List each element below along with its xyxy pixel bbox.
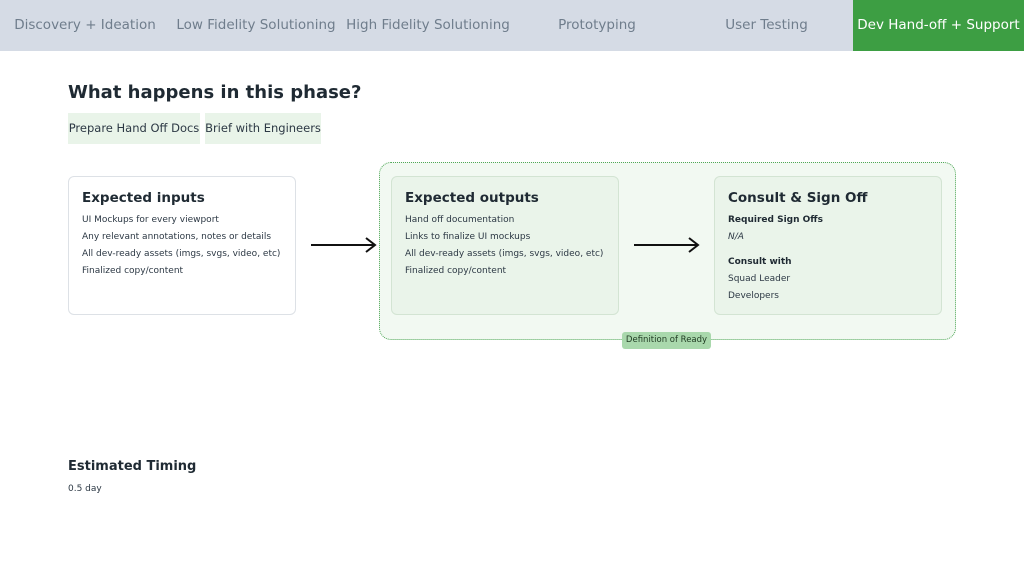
expected-inputs-title: Expected inputs bbox=[82, 190, 205, 206]
input-item: Any relevant annotations, notes or detai… bbox=[82, 232, 272, 242]
tab-dev-handoff-support[interactable]: Dev Hand-off + Support bbox=[853, 0, 1024, 51]
expected-inputs-card: Expected inputs UI Mockups for every vie… bbox=[68, 176, 296, 315]
required-sign-offs-label: Required Sign Offs bbox=[728, 215, 823, 225]
consult-sign-off-title: Consult & Sign Off bbox=[728, 190, 868, 206]
tab-low-fidelity-solutioning[interactable]: Low Fidelity Solutioning bbox=[176, 17, 336, 33]
required-sign-offs-value: N/A bbox=[728, 232, 744, 242]
expected-outputs-title: Expected outputs bbox=[405, 190, 539, 206]
input-item: UI Mockups for every viewport bbox=[82, 215, 219, 225]
input-item: All dev-ready assets (imgs, svgs, video,… bbox=[82, 249, 281, 259]
output-item: Hand off documentation bbox=[405, 215, 515, 225]
consult-with-label: Consult with bbox=[728, 257, 792, 267]
definition-of-ready-badge: Definition of Ready bbox=[622, 332, 711, 349]
output-item: All dev-ready assets (imgs, svgs, video,… bbox=[405, 249, 604, 259]
chip-brief-with-engineers: Brief with Engineers bbox=[205, 113, 321, 144]
tab-user-testing[interactable]: User Testing bbox=[725, 17, 808, 33]
estimated-timing-value: 0.5 day bbox=[68, 484, 102, 494]
phase-heading: What happens in this phase? bbox=[68, 82, 362, 103]
tab-high-fidelity-solutioning[interactable]: High Fidelity Solutioning bbox=[346, 17, 510, 33]
chip-prepare-hand-off-docs: Prepare Hand Off Docs bbox=[68, 113, 200, 144]
arrow-right-icon bbox=[311, 237, 377, 253]
output-item: Finalized copy/content bbox=[405, 266, 507, 276]
consult-item: Developers bbox=[728, 291, 779, 301]
consult-item: Squad Leader bbox=[728, 274, 791, 284]
consult-sign-off-card: Consult & Sign Off Required Sign Offs N/… bbox=[714, 176, 942, 315]
tab-prototyping[interactable]: Prototyping bbox=[558, 17, 636, 33]
phase-tab-bar: Discovery + Ideation Low Fidelity Soluti… bbox=[0, 0, 1024, 51]
input-item: Finalized copy/content bbox=[82, 266, 184, 276]
estimated-timing-title: Estimated Timing bbox=[68, 459, 197, 474]
tab-discovery-ideation[interactable]: Discovery + Ideation bbox=[14, 17, 156, 33]
expected-outputs-card: Expected outputs Hand off documentation … bbox=[391, 176, 619, 315]
arrow-right-icon bbox=[634, 237, 700, 253]
output-item: Links to finalize UI mockups bbox=[405, 232, 531, 242]
